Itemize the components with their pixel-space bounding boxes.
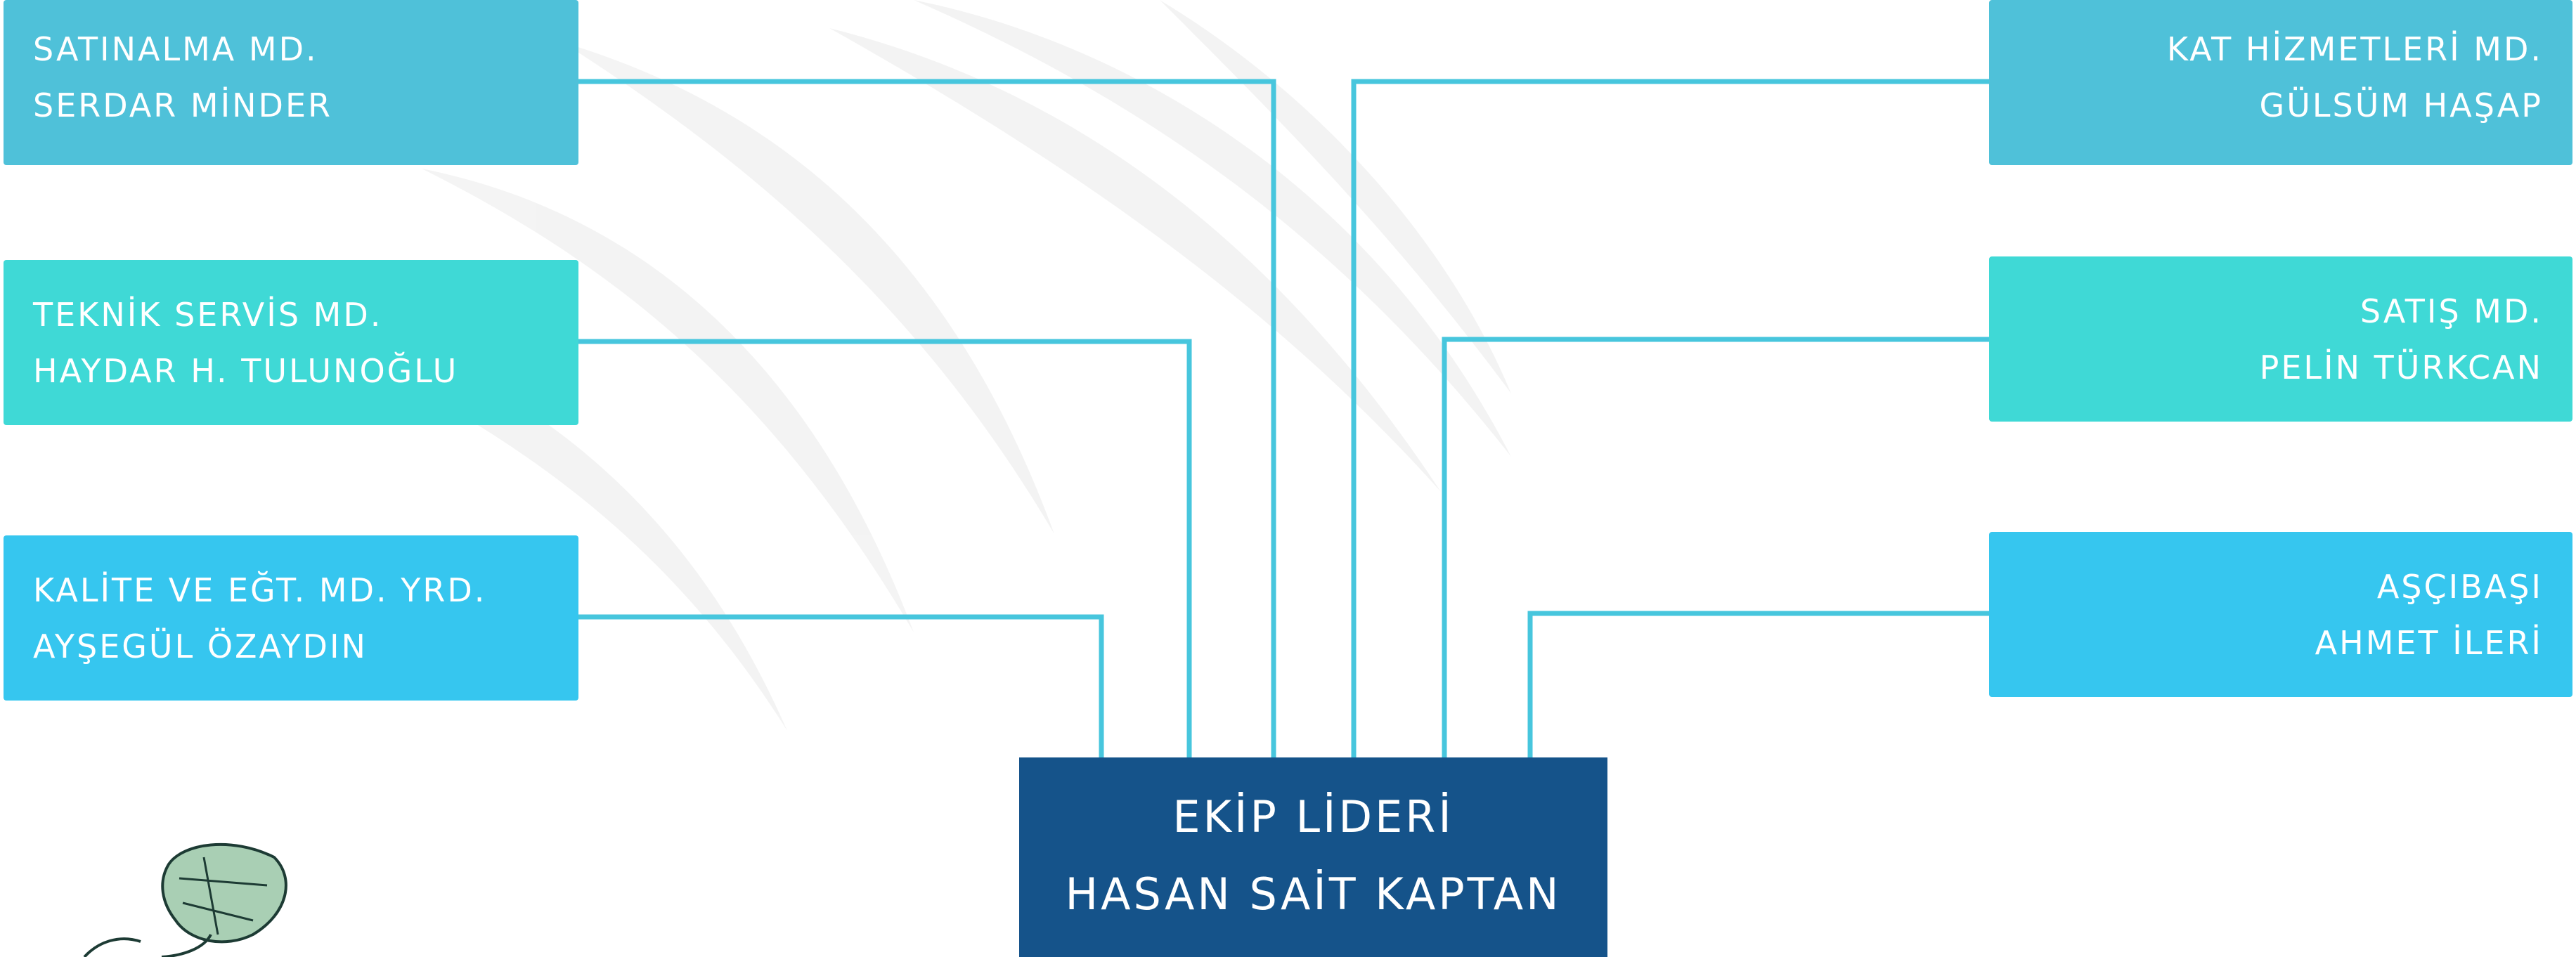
leader-title: EKİP LİDERİ (1172, 791, 1454, 842)
monstera-leaf-icon (83, 842, 287, 957)
box-head-chef: AŞÇIBAŞI AHMET İLERİ (1989, 532, 2572, 697)
box-title: SATIŞ MD. (2360, 292, 2543, 330)
box-title: AŞÇIBAŞI (2376, 568, 2543, 606)
connector-housekeeping (1351, 79, 1989, 757)
box-title: KAT HİZMETLERİ MD. (2166, 30, 2543, 68)
box-name: AYŞEGÜL ÖZAYDIN (33, 627, 368, 665)
connector-quality (578, 614, 1104, 757)
connector-head-chef (1527, 611, 1989, 757)
team-leader-box: EKİP LİDERİ HASAN SAİT KAPTAN (1019, 757, 1607, 957)
box-name: AHMET İLERİ (2315, 624, 2543, 662)
box-title: KALİTE VE EĞT. MD. YRD. (33, 571, 487, 609)
box-quality-training-asst-manager: KALİTE VE EĞT. MD. YRD. AYŞEGÜL ÖZAYDIN (4, 535, 578, 701)
box-sales-manager: SATIŞ MD. PELİN TÜRKCAN (1989, 256, 2572, 422)
box-name: GÜLSÜM HAŞAP (2259, 86, 2543, 124)
connector-sales (1442, 337, 1989, 757)
box-title: SATINALMA MD. (33, 30, 318, 68)
box-technical-service-manager: TEKNİK SERVİS MD. HAYDAR H. TULUNOĞLU (4, 260, 578, 425)
box-housekeeping-manager: KAT HİZMETLERİ MD. GÜLSÜM HAŞAP (1989, 0, 2572, 165)
box-name: PELİN TÜRKCAN (2259, 349, 2543, 386)
box-title: TEKNİK SERVİS MD. (33, 296, 383, 334)
box-purchasing-manager: SATINALMA MD. SERDAR MİNDER (4, 0, 578, 165)
box-name: SERDAR MİNDER (33, 86, 333, 124)
connector-purchasing (578, 79, 1276, 757)
box-name: HAYDAR H. TULUNOĞLU (33, 352, 459, 390)
connector-technical-service (578, 339, 1192, 757)
leader-name: HASAN SAİT KAPTAN (1065, 868, 1562, 920)
